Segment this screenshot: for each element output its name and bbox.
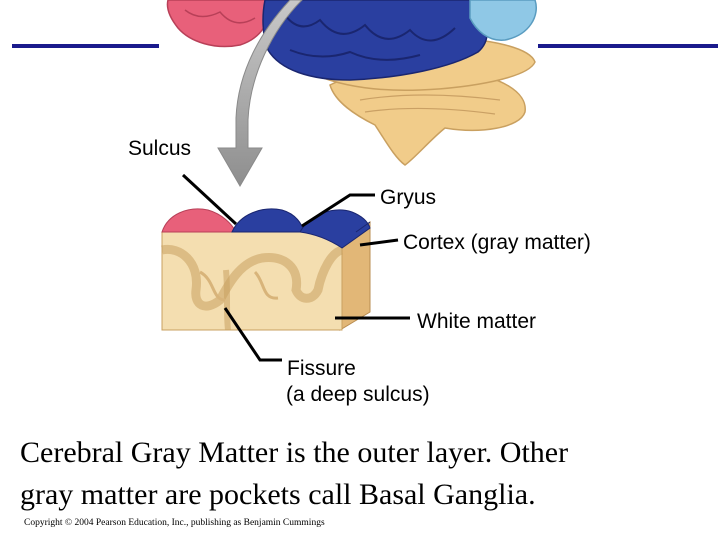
sulcus-label: Sulcus: [128, 137, 192, 160]
title-rule-right: [538, 44, 718, 48]
blue-gyrus-left: [231, 208, 305, 233]
caption-line-1: Cerebral Gray Matter is the outer layer.…: [20, 436, 569, 469]
gyrus-label: Gryus: [380, 186, 437, 209]
whole-brain-illustration: [166, 0, 537, 166]
zoom-arrow: [217, 0, 303, 187]
gyrus-leader: [301, 193, 375, 228]
frontal-lobe: [166, 0, 271, 48]
white-matter-label: White matter: [417, 310, 537, 333]
leader-lines: [181, 173, 410, 362]
cortex-label: Cortex (gray matter): [403, 231, 591, 254]
fissure-leader: [223, 307, 282, 362]
caption-line-2: gray matter are pockets call Basal Gangl…: [20, 478, 536, 511]
fissure-sublabel: (a deep sulcus): [286, 383, 430, 406]
occipital-lobe: [469, 0, 537, 41]
title-rule-left: [12, 44, 159, 48]
copyright-notice: Copyright © 2004 Pearson Education, Inc.…: [24, 518, 325, 528]
sulcus-leader: [181, 173, 238, 226]
cortex-cross-section: [161, 208, 371, 331]
white-matter-region: [161, 231, 343, 331]
pink-gyrus: [161, 208, 237, 233]
caption: Cerebral Gray Matter is the outer layer.…: [20, 432, 710, 516]
fissure-label: Fissure: [287, 357, 356, 380]
cortex-leader: [359, 238, 399, 247]
